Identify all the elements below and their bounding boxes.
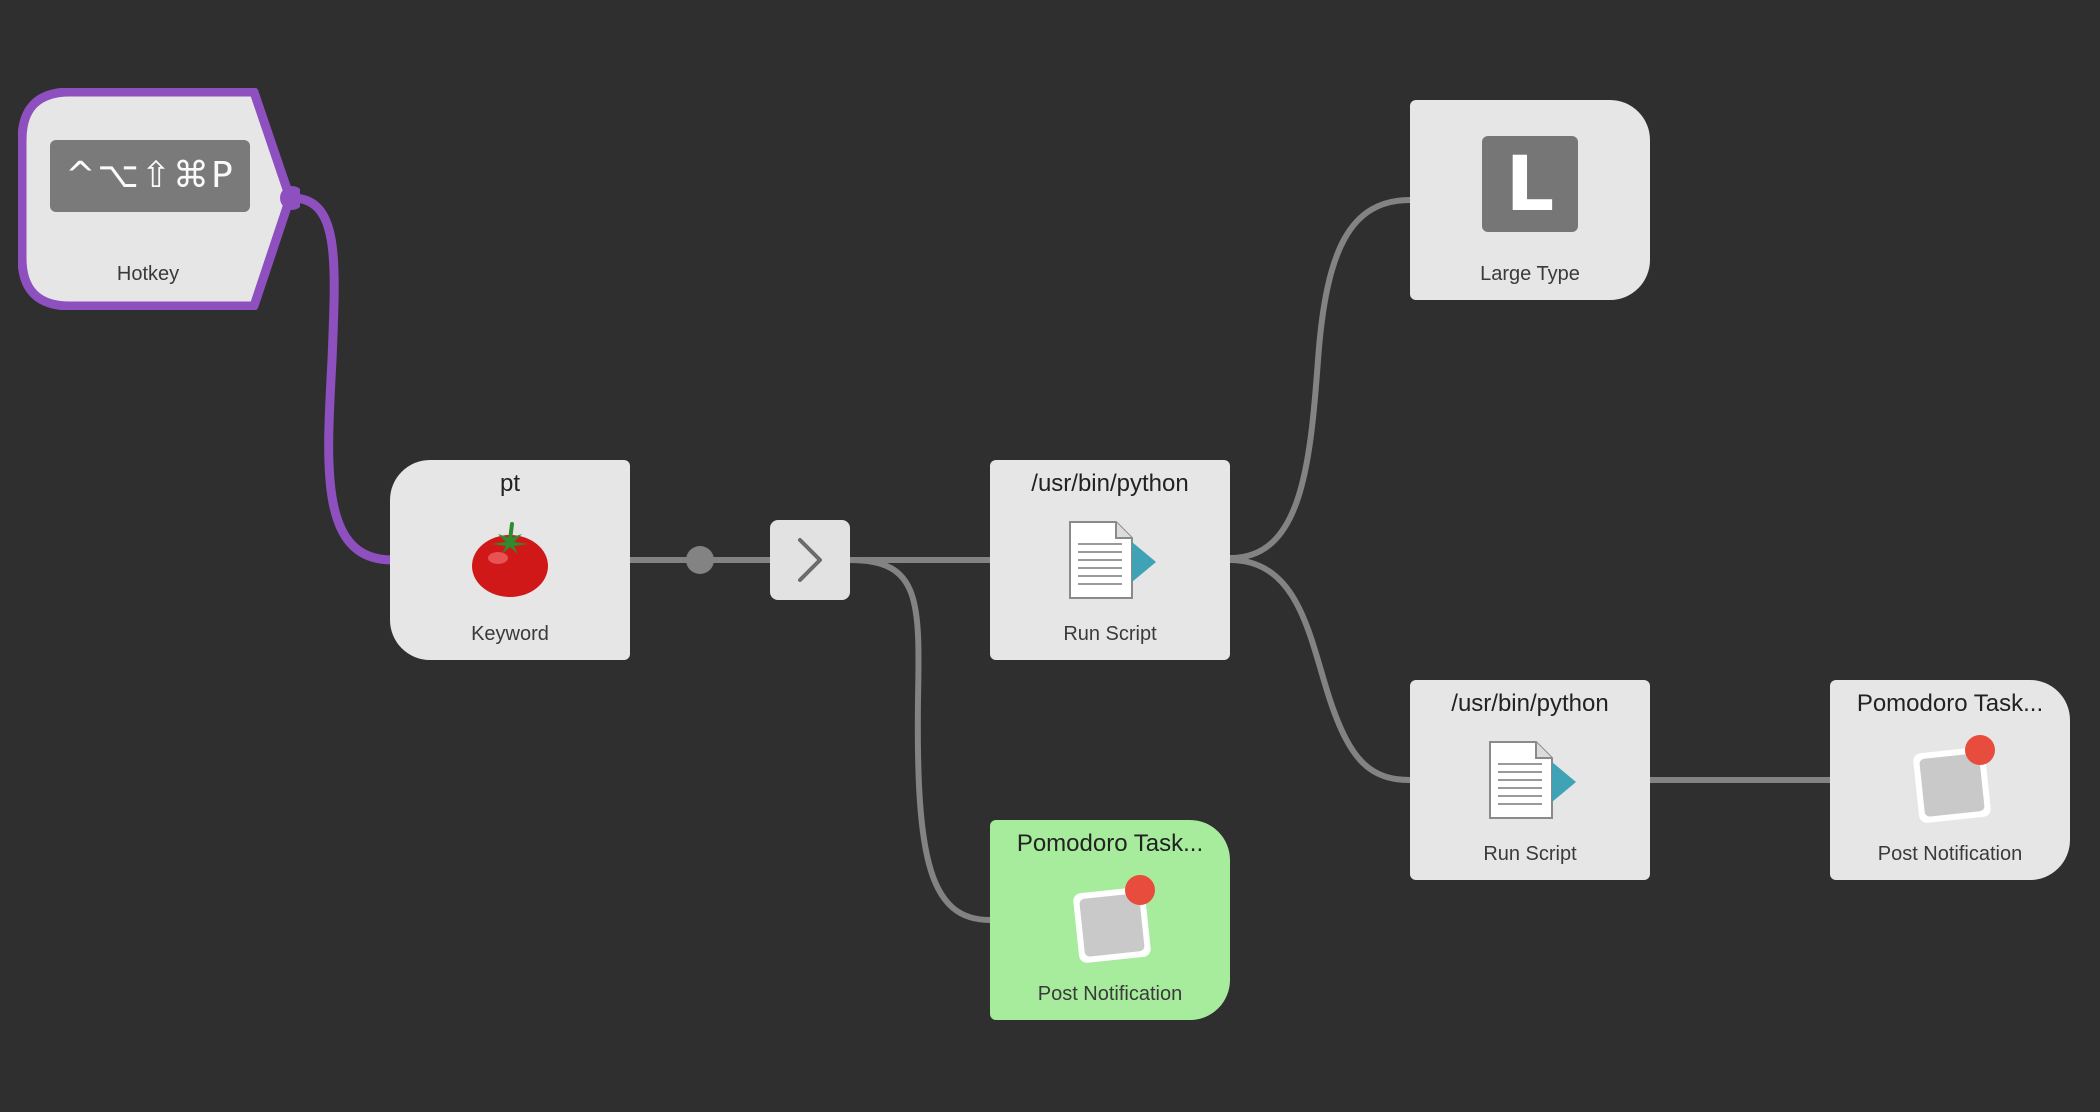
run-script-2-title: /usr/bin/python: [1451, 690, 1609, 717]
notification-icon: [1902, 734, 1998, 829]
run-script-node-1[interactable]: /usr/bin/python Run Script: [990, 460, 1230, 660]
script-document-icon: [1482, 740, 1578, 825]
notification-2-label: Post Notification: [1877, 843, 2023, 865]
run-script-1-title: /usr/bin/python: [1031, 470, 1189, 497]
notification-1-label: Post Notification: [1037, 983, 1183, 1005]
notification-icon: [1062, 874, 1158, 969]
notification-1-title: Pomodoro Task...: [1016, 830, 1204, 857]
run-script-2-label: Run Script: [1483, 843, 1577, 865]
post-notification-node-1[interactable]: Pomodoro Task... Post Notification: [990, 820, 1230, 1020]
run-script-1-label: Run Script: [1063, 623, 1157, 645]
run-script-node-2[interactable]: /usr/bin/python Run Script: [1410, 680, 1650, 880]
filter-node[interactable]: [770, 520, 850, 600]
wire-junction-dot: [686, 546, 714, 574]
hotkey-combo-icon: ^⌥⇧⌘P: [50, 140, 250, 212]
large-type-icon: L: [1482, 136, 1578, 232]
wire-filter-to-notification1: [849, 557, 991, 923]
notification-2-title: Pomodoro Task...: [1856, 690, 2044, 717]
large-type-glyph: L: [1482, 136, 1578, 232]
wire-runscript1-to-runscript2: [1229, 557, 1411, 783]
script-document-icon: [1062, 520, 1158, 605]
wire-runscript1-to-largetype: [1229, 197, 1411, 561]
keyword-label: Keyword: [471, 623, 549, 645]
large-type-node[interactable]: L Large Type: [1410, 100, 1650, 300]
tomato-icon: [468, 516, 552, 605]
hotkey-node[interactable]: ^⌥⇧⌘P Hotkey: [18, 88, 300, 310]
large-type-label: Large Type: [1480, 263, 1580, 285]
hotkey-label: Hotkey: [116, 263, 180, 285]
post-notification-node-2[interactable]: Pomodoro Task... Post Notification: [1830, 680, 2070, 880]
wire-hotkey-to-keyword: [287, 193, 397, 565]
keyword-node[interactable]: pt Keyword: [390, 460, 630, 660]
chevron-right-icon: [798, 538, 822, 582]
keyword-title: pt: [499, 470, 520, 497]
